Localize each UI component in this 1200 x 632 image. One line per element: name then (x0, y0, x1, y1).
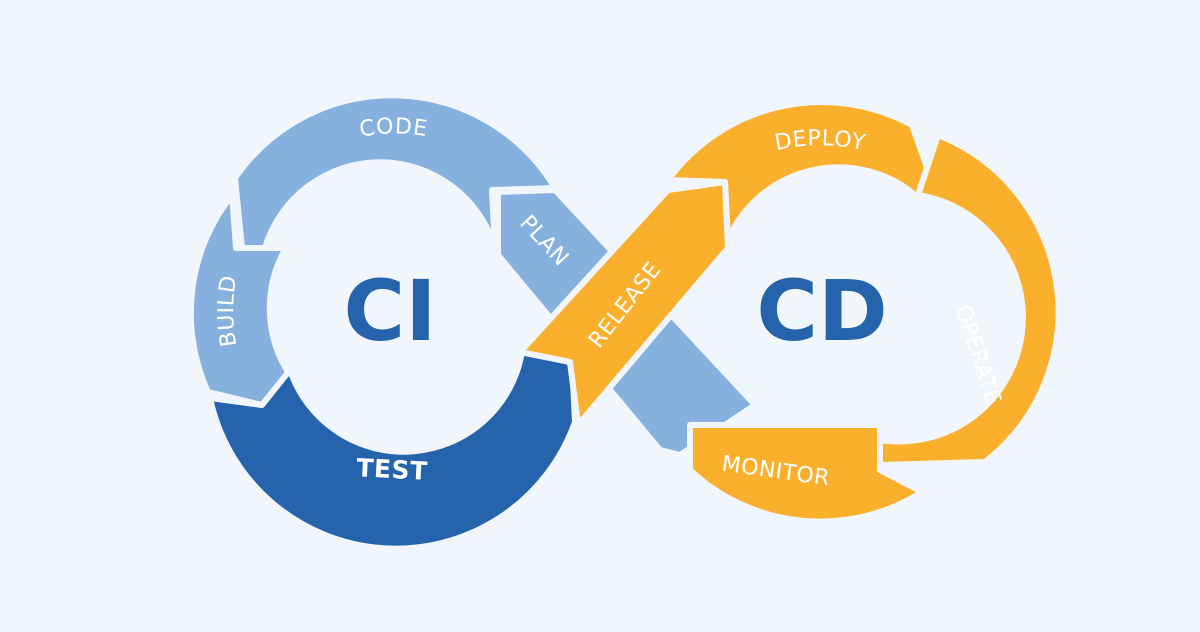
segment-release (517, 179, 731, 428)
segment-monitor (687, 422, 925, 525)
stage-label-operate: OPERATE (950, 302, 1006, 408)
ci-hub (278, 198, 502, 422)
cd-label: CD (756, 262, 887, 360)
ci-label: CI (344, 262, 437, 360)
cd-hub (710, 198, 934, 422)
stage-label-code: CODE (358, 114, 429, 142)
segment-deploy (665, 99, 938, 243)
stage-label-build: BUILD (214, 274, 242, 349)
stage-label-test: TEST (356, 453, 429, 486)
segment-test (207, 349, 578, 552)
segment-build (187, 192, 293, 408)
segment-operate (877, 132, 1062, 468)
